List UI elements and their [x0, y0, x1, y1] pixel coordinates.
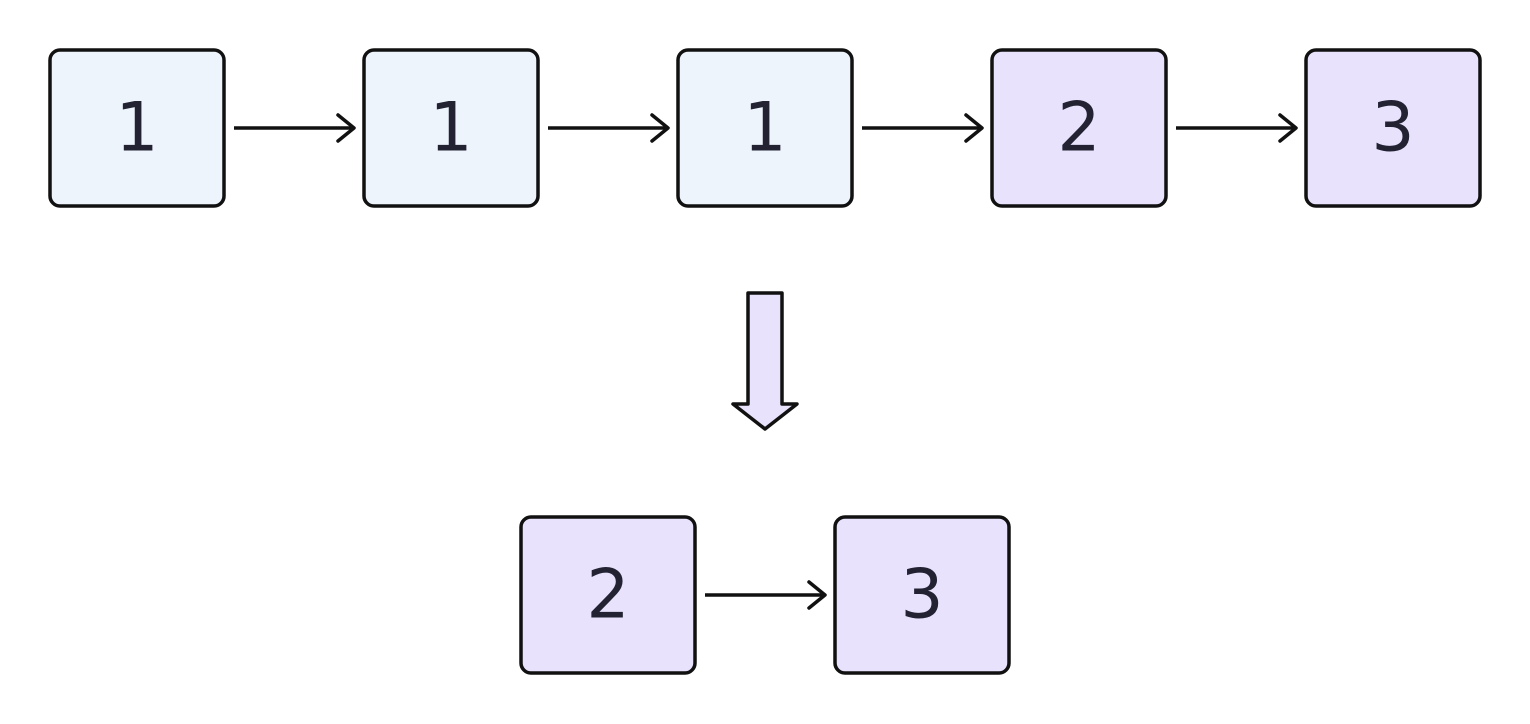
top-node-4-value: 2 — [1057, 89, 1100, 168]
top-node-5-box — [1304, 48, 1482, 208]
top-node-3: 1 — [676, 48, 854, 208]
bottom-list: 2 3 — [519, 515, 1011, 675]
top-node-3-box — [676, 48, 854, 208]
top-node-1-value: 1 — [115, 89, 158, 168]
top-node-2-box — [362, 48, 540, 208]
top-node-1-box — [48, 48, 226, 208]
top-node-2: 1 — [362, 48, 540, 208]
top-node-4: 2 — [990, 48, 1168, 208]
top-list: 1 1 1 2 3 — [48, 48, 1482, 208]
bottom-node-1-box — [519, 515, 697, 675]
bottom-node-2-value: 3 — [900, 556, 943, 635]
top-node-1: 1 — [48, 48, 226, 208]
top-node-5: 3 — [1304, 48, 1482, 208]
top-node-3-value: 1 — [743, 89, 786, 168]
bottom-node-1: 2 — [519, 515, 697, 675]
top-node-4-box — [990, 48, 1168, 208]
bottom-node-2: 3 — [833, 515, 1011, 675]
bottom-node-1-value: 2 — [586, 556, 629, 635]
bottom-node-2-box — [833, 515, 1011, 675]
top-node-5-value: 3 — [1371, 89, 1414, 168]
transform-down-arrow — [731, 291, 799, 431]
top-node-2-value: 1 — [429, 89, 472, 168]
